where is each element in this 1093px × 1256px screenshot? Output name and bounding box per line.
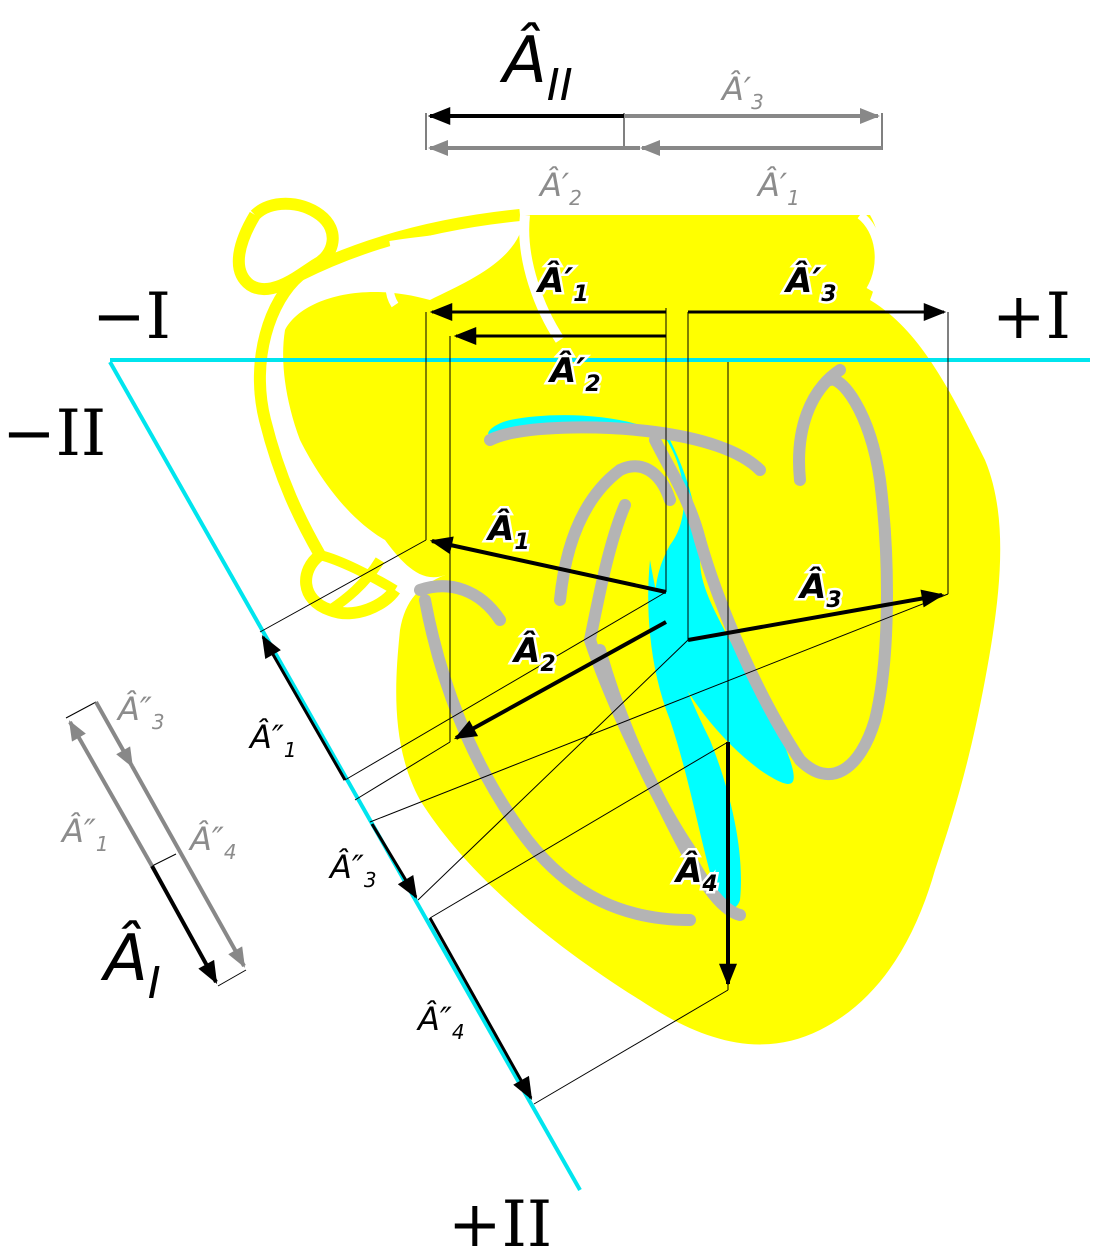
A1pp-left-arrow [68,720,154,867]
heart-illustration [232,197,1001,1045]
ventricle-groove [519,214,565,343]
A2p-top-label: Â′2 [538,166,582,210]
lead-II-negative-label: −II [2,397,106,471]
A_I-arrow [150,865,218,984]
A1pp-arrow [261,635,347,781]
top-sum-diagram [425,107,883,156]
right-border-curve [857,211,883,293]
vena-cava-outline [318,550,398,615]
A4pp-left-arrow [130,765,246,968]
lead-I-negative-label: −I [92,280,171,354]
A1p-label: Â′1 [535,260,589,307]
A4pp-label: Â″4 [416,1000,465,1044]
A2-label: Â2 [511,630,556,677]
lead-II-axis [108,361,582,1191]
A3pp-left-arrow [94,701,134,768]
left-atrium-fill [283,291,450,578]
A_I-label: ÂI [100,920,161,1009]
A_II-label: ÂII [499,22,573,111]
A1pp-left-label: Â″1 [60,812,109,856]
A3pp-label: Â″3 [328,848,377,892]
lead-II-projection-arrows [261,635,533,1100]
A3pp-arrow [370,823,418,899]
A4pp-arrow [428,917,533,1100]
lead-I-positive-label: +I [992,280,1071,354]
A2-arrow [454,620,667,740]
lead-axes: −I +I −II +II [2,280,1090,1256]
A3pp-left-label: Â″3 [116,690,165,734]
A1pp-label: Â″1 [248,718,297,762]
A1p-top-label: Â′1 [756,166,800,210]
A3p-top-label: Â′3 [720,70,764,114]
A1-label: Â1 [485,508,530,555]
A4pp-left-label: Â″4 [188,820,237,864]
A2p-label: Â′2 [547,350,601,397]
heart-vectors [429,536,945,987]
left-sum-diagram [65,701,247,987]
A3p-label: Â′3 [783,260,837,307]
atrium-outline [253,270,400,620]
septum-lower [648,560,741,909]
A3-label: Â3 [797,566,842,613]
A1-arrow [429,536,667,594]
A4-label: Â4 [673,850,718,897]
lead-I-projection-arrows [429,303,947,345]
septum [488,415,794,784]
lead-II-positive-label: +II [448,1188,552,1256]
A3-arrow [687,589,945,642]
coronary-vessel [385,226,526,308]
chamber-outlines [414,364,893,926]
